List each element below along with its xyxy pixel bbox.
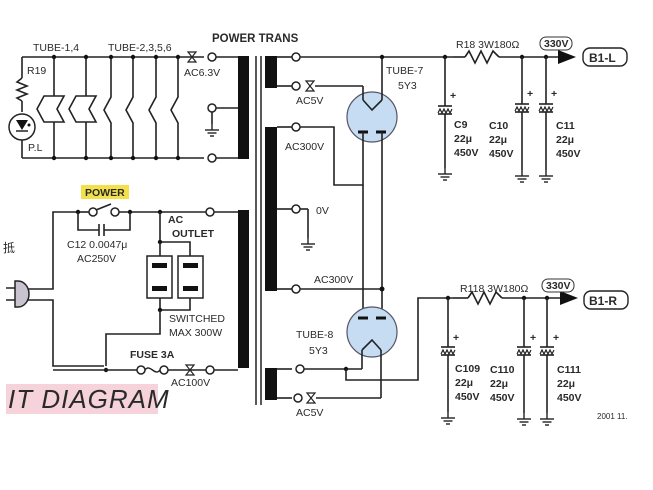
c111-capacitor-icon [539,346,555,356]
power-switch-label: POWER [85,187,125,199]
switched-label: SWITCHED [169,313,225,325]
tube-8-label: TUBE-8 [296,329,334,341]
fuse-icon [136,365,169,375]
ac-outlet-socket-2 [177,255,204,299]
r18-resistor [464,49,500,65]
tube-7-type: 5Y3 [398,80,417,92]
b1-r-voltage: 330V [546,280,571,292]
b1-l-voltage: 330V [544,38,569,50]
power-transformer: POWER TRANS [212,33,299,405]
ac-outlet-socket-1 [146,255,173,299]
c111-ref: C111 [557,364,581,376]
c110-ref: C110 [490,364,515,376]
pilot-lamp-label: P.L [28,142,43,154]
c12-label: C12 0.0047μ [67,239,127,251]
power-trans-label: POWER TRANS [212,33,299,45]
mains-voltage-label: AC100V [171,377,210,389]
tube-1-4-label: TUBE-1,4 [33,42,79,54]
c111-ground-icon [539,412,555,426]
c10-capacitor-icon [514,103,530,113]
c10-ground-icon [514,169,530,183]
c111-value: 22μ [557,378,575,390]
center-tap-label: 0V [316,205,329,217]
c110-value: 22μ [490,378,508,390]
filter-left: R18 3W180Ω 330V B1-L + + + C9 22μ 450V C… [437,36,628,183]
center-tap-ground-icon [300,237,316,251]
c12-capacitor-icon [77,212,131,236]
c9-ground-icon [437,167,453,181]
diagram-title: IT DIAGRAM [8,384,170,414]
c11-capacitor-icon [538,103,554,113]
plus-mark: + [553,332,559,344]
heater-tube-2-3-5-6 [103,57,179,158]
b1-r-arrow-icon [560,291,578,305]
c10-ref: C10 [489,120,508,132]
r118-resistor [467,290,503,306]
c109-ref: C109 [455,363,480,375]
c11-ground-icon [538,169,554,183]
ac-outlet-label-1: AC [168,214,184,226]
c9-ref: C9 [454,119,468,131]
r118-label: R118 3W180Ω [460,283,529,295]
ac300v-top-label: AC300V [285,141,324,153]
c110-capacitor-icon [516,346,532,356]
filter-right: R118 3W180Ω 330V B1-R + + + C109 22μ 450… [440,278,629,426]
ac5v-bottom-fuse-icon [306,392,316,404]
fuse-label: FUSE 3A [130,349,175,361]
tube-8-type: 5Y3 [309,345,328,357]
ac5v-top-label: AC5V [296,95,323,107]
ac5v-bottom-label: AC5V [296,407,323,419]
tube-7-label: TUBE-7 [386,65,424,77]
mains-section: 抵 POWER C12 0.0047μ AC250V [3,185,238,389]
power-switch-icon[interactable] [78,203,160,217]
ac5v-top-fuse-icon [305,80,315,92]
c12-rating: AC250V [77,253,116,265]
heater-section: TUBE-1,4 TUBE-2,3,5,6 R19 P.L AC6.3V [8,42,240,163]
c10-rating: 450V [489,148,514,160]
c109-capacitor-icon [440,346,456,356]
plus-mark: + [530,332,536,344]
b1-l-arrow-icon [558,50,576,64]
plus-mark: + [527,88,533,100]
c109-rating: 450V [455,391,480,403]
rectifier-section: AC5V TUBE-7 5Y3 AC300V 0V [277,52,453,419]
b1-l-output-label: B1-L [589,51,616,65]
heater-voltage-label: AC6.3V [184,67,220,79]
c109-value: 22μ [455,377,473,389]
c10-value: 22μ [489,134,507,146]
max-power-label: MAX 300W [169,327,222,339]
plus-mark: + [551,88,557,100]
b1-r-output-label: B1-R [589,294,617,308]
side-character: 抵 [3,241,15,255]
c9-rating: 450V [454,147,479,159]
c109-ground-icon [440,411,456,425]
rectifier-tube-8 [346,306,398,398]
r19-label: R19 [27,65,46,77]
c9-value: 22μ [454,133,472,145]
ac300v-bottom-label: AC300V [314,274,353,286]
tube-2-3-5-6-label: TUBE-2,3,5,6 [108,42,172,54]
c11-rating: 450V [556,148,581,160]
c11-ref: C11 [556,120,575,132]
plus-mark: + [453,332,459,344]
c111-rating: 450V [557,392,582,404]
c110-ground-icon [516,412,532,426]
ground-icon [204,123,220,137]
plus-mark: + [450,90,456,102]
date-mark: 2001 11. [597,412,628,421]
c110-rating: 450V [490,392,515,404]
r18-label: R18 3W180Ω [456,39,519,51]
rectifier-tube-7 [346,54,398,143]
mains-plug-icon [6,280,30,308]
r19-resistor [14,77,30,102]
ac-outlet-label-2: OUTLET [172,228,215,240]
c9-capacitor-icon [437,105,453,115]
title-banner: IT DIAGRAM [6,384,170,414]
c11-value: 22μ [556,134,574,146]
heater-tube-1-4 [36,57,98,158]
pilot-lamp-icon [8,113,36,141]
